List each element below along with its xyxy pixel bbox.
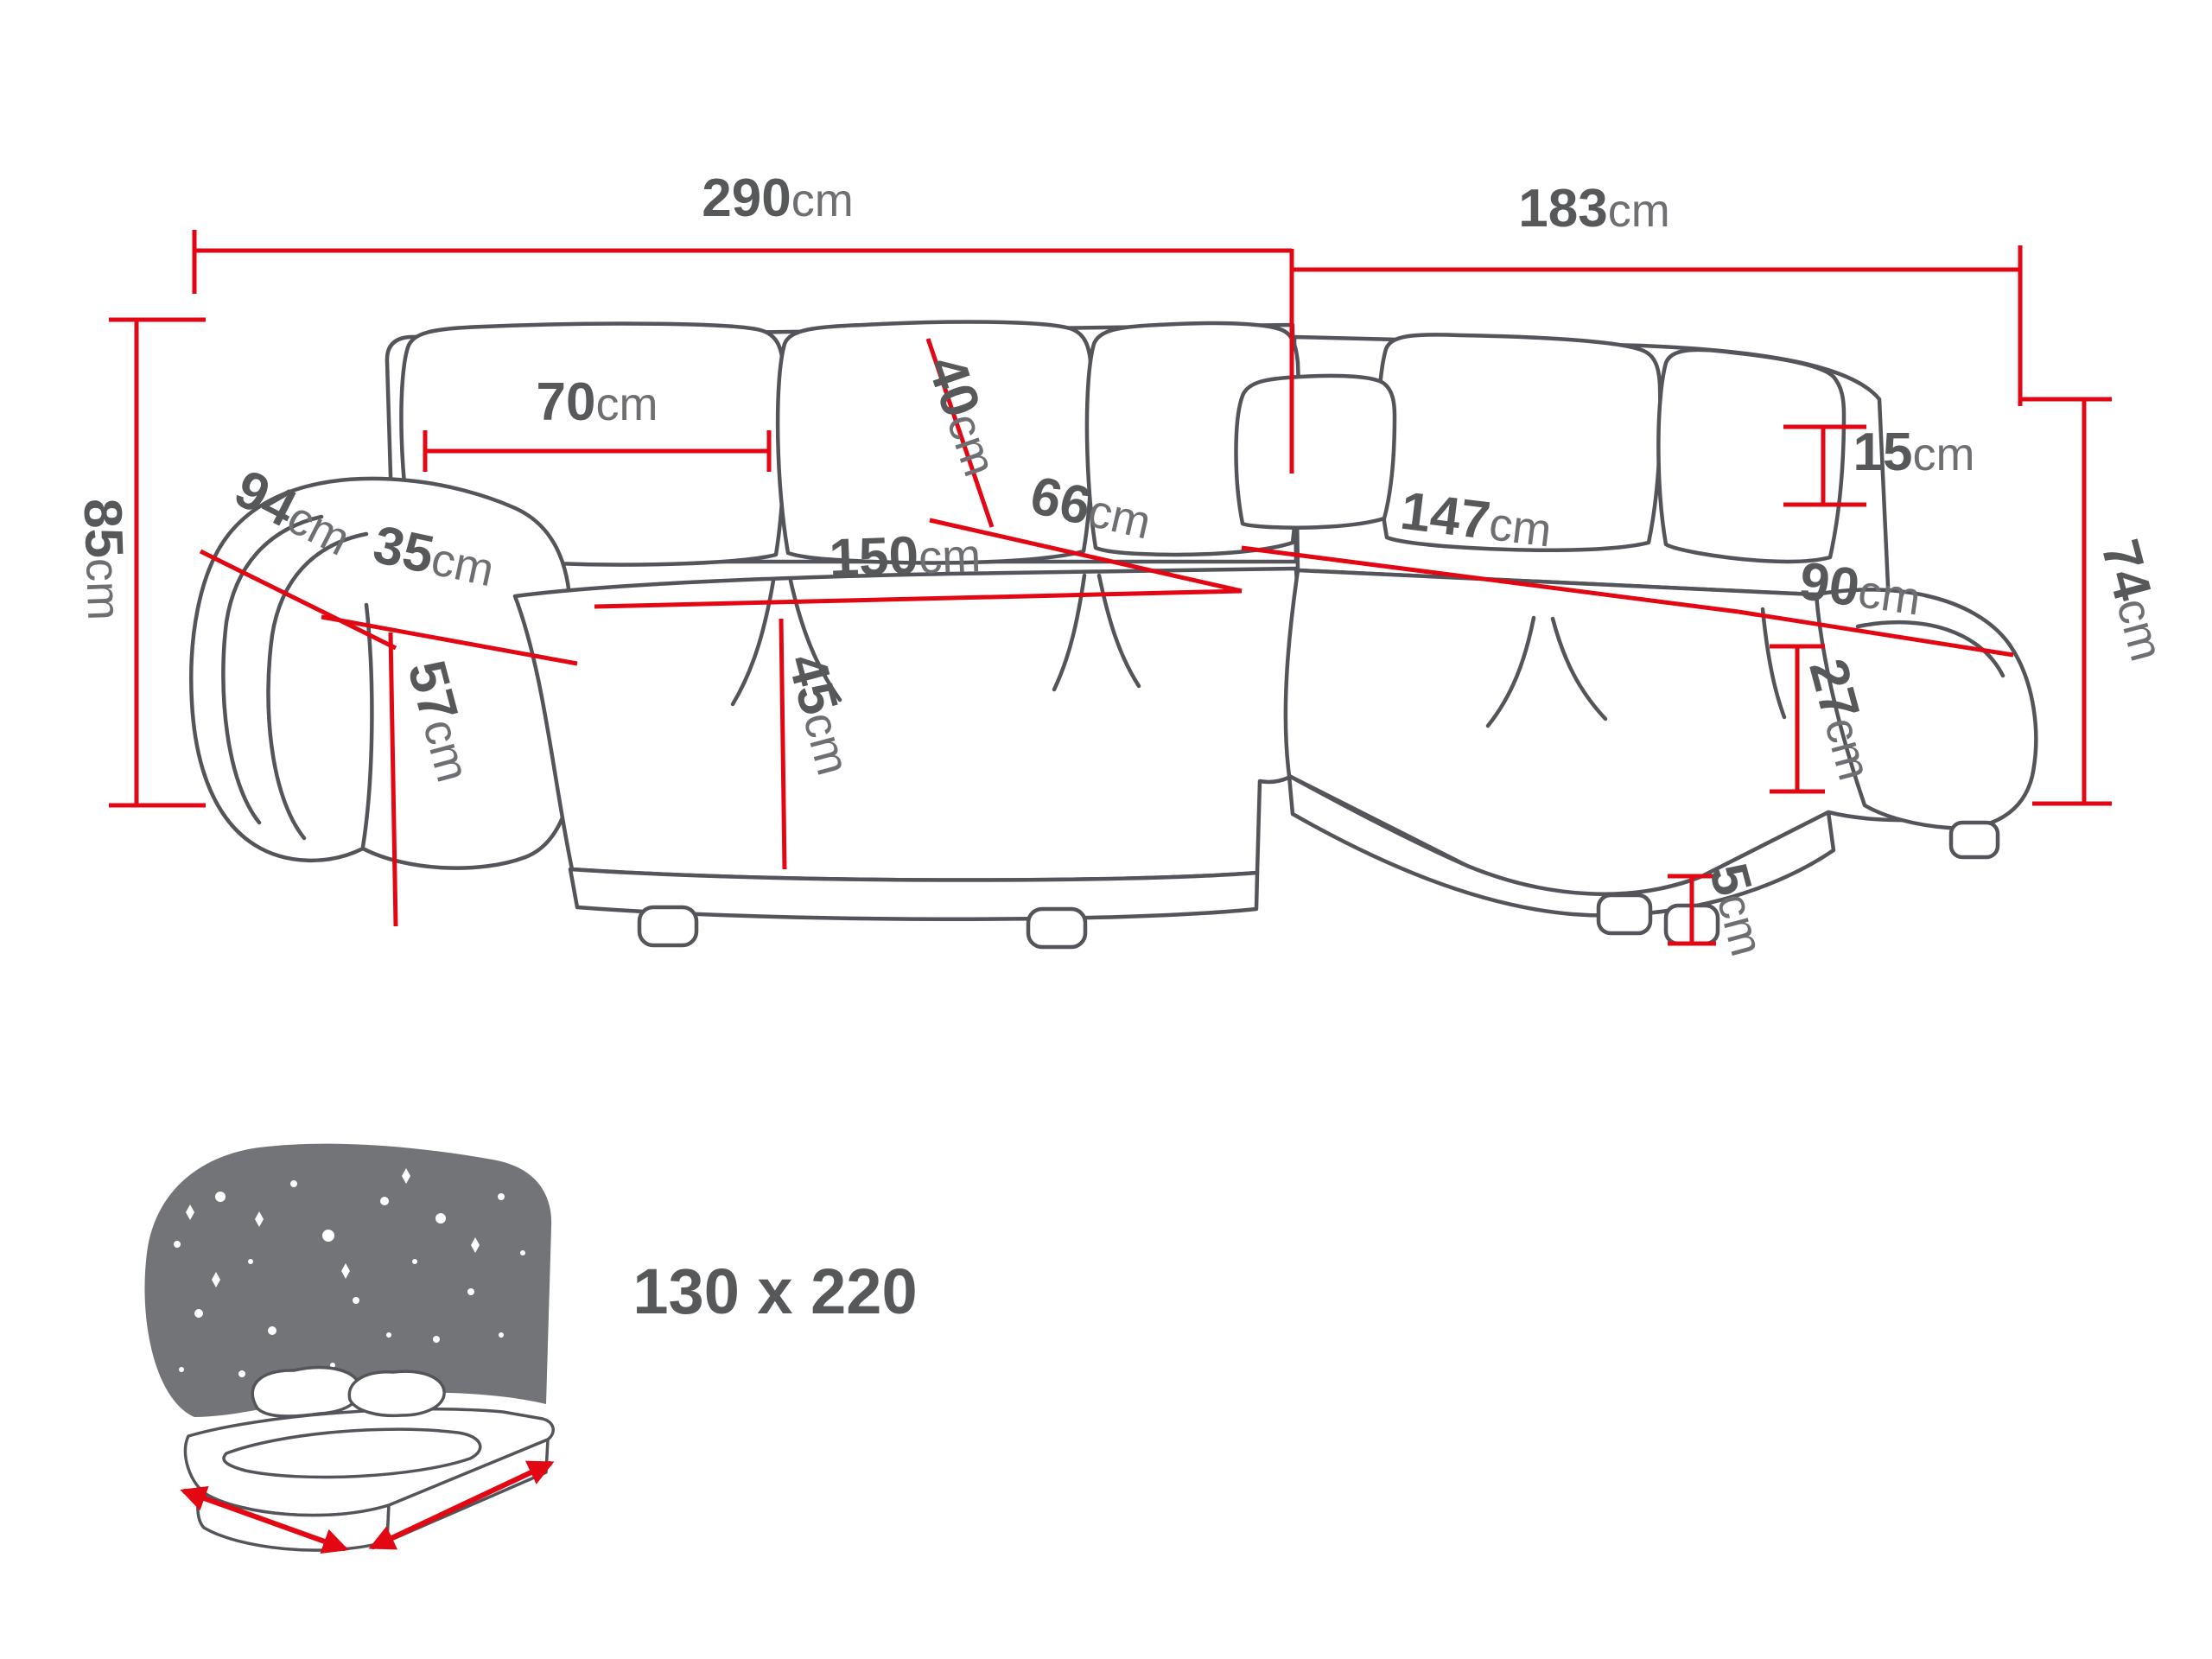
- dim-183: [1292, 245, 2023, 406]
- dim-unit: cm: [76, 557, 130, 621]
- dim-line-57: [388, 632, 398, 927]
- dim-label-35: 35cm: [368, 515, 499, 599]
- dim-line-150: [594, 588, 1243, 609]
- dim-unit: cm: [1608, 185, 1670, 237]
- sofa-foot: [637, 905, 699, 948]
- chaise-tuft-a: [1485, 615, 1536, 728]
- pillow-1: [251, 1365, 362, 1418]
- dim-line-45: [779, 618, 787, 870]
- bed-icon: [144, 1143, 555, 1554]
- dim-unit: cm: [1855, 565, 1924, 625]
- dimension-lines: [109, 230, 2112, 946]
- corner-sofa-drawing: [189, 320, 2038, 950]
- dim-line-40: [925, 338, 995, 528]
- back-cushion-middle: [775, 320, 1095, 565]
- dim-value-35: 35: [368, 515, 439, 586]
- seat-tuft-1b: [788, 578, 842, 702]
- right-arm-roll-line: [1855, 620, 2005, 678]
- dim-unit: cm: [1912, 429, 1974, 480]
- dim-label-290: 290cm: [702, 168, 853, 228]
- left-arm-roll-line-2: [266, 531, 369, 841]
- dim-5: [1668, 874, 1716, 946]
- dim-label-15: 15cm: [1853, 423, 1975, 482]
- dim-label-147: 147cm: [1397, 481, 1555, 559]
- dim-70: [423, 430, 772, 472]
- bed-headboard: [144, 1143, 552, 1417]
- mattress-length-arrow: [368, 1460, 555, 1550]
- right-back-cushion-1: [1376, 333, 1662, 552]
- pillow-2: [347, 1370, 446, 1418]
- dim-290: [192, 230, 1294, 474]
- chaise-tuft-c: [1760, 607, 1787, 720]
- sofa-foot: [1596, 893, 1653, 936]
- dim-label-150: 150cm: [828, 524, 982, 588]
- dim-line-35: [321, 614, 578, 666]
- seat-tuft-2b: [1096, 573, 1141, 689]
- dim-line-94: [199, 549, 397, 651]
- right-back-cushion-2: [1656, 347, 1847, 564]
- dim-value-150: 150: [828, 525, 919, 588]
- left-seat: [512, 566, 1309, 882]
- dim-value-70: 70: [537, 372, 596, 432]
- dim-value-57: 57: [396, 655, 468, 728]
- seat-tuft-1a: [730, 578, 776, 707]
- dim-value-15: 15: [1853, 423, 1913, 482]
- dim-label-74: 74cm: [2089, 534, 2178, 667]
- chaise-tuft-b: [1550, 616, 1608, 721]
- dim-unit: cm: [1486, 498, 1554, 556]
- dim-label-90: 90cm: [1796, 551, 1924, 627]
- seat-tuft-2a: [1052, 573, 1087, 692]
- dim-unit: cm: [1707, 887, 1774, 961]
- dim-15: [1783, 424, 1866, 507]
- dim-unit: cm: [427, 533, 499, 597]
- dim-line-147: [1241, 545, 1739, 614]
- left-arm-roll-line-1: [221, 514, 324, 825]
- dim-line-90: [1738, 609, 2014, 658]
- mattress-width-arrow: [180, 1485, 349, 1554]
- dim-unit: cm: [918, 530, 982, 583]
- dim-label-183: 183cm: [1518, 179, 1669, 238]
- dim-value-147: 147: [1397, 481, 1493, 551]
- dim-value-290: 290: [702, 168, 791, 228]
- sleeping-size-label: 130 x 220: [632, 1255, 917, 1327]
- dim-value-27: 27: [1797, 653, 1870, 726]
- dim-74: [2020, 397, 2112, 806]
- dim-line-66: [929, 518, 1243, 594]
- dim-value-85: 85: [73, 498, 134, 559]
- star-field: [174, 1168, 525, 1377]
- corner-pillow: [1234, 373, 1397, 530]
- dim-label-85: 85cm: [73, 498, 137, 621]
- dim-value-183: 183: [1518, 179, 1607, 238]
- dim-unit: cm: [2107, 593, 2173, 666]
- dim-value-90: 90: [1796, 551, 1863, 619]
- dim-85: [109, 317, 206, 808]
- sofa-foot: [1948, 820, 2000, 860]
- dim-unit: cm: [791, 175, 854, 226]
- dim-27: [1770, 644, 1825, 794]
- dim-value-66: 66: [1025, 466, 1096, 537]
- chaise-base: [1287, 773, 1836, 918]
- dim-label-70: 70cm: [537, 372, 658, 432]
- dim-unit: cm: [595, 378, 658, 430]
- left-base: [568, 867, 1260, 922]
- sofa-foot: [1026, 906, 1088, 950]
- dim-value-45: 45: [776, 648, 849, 721]
